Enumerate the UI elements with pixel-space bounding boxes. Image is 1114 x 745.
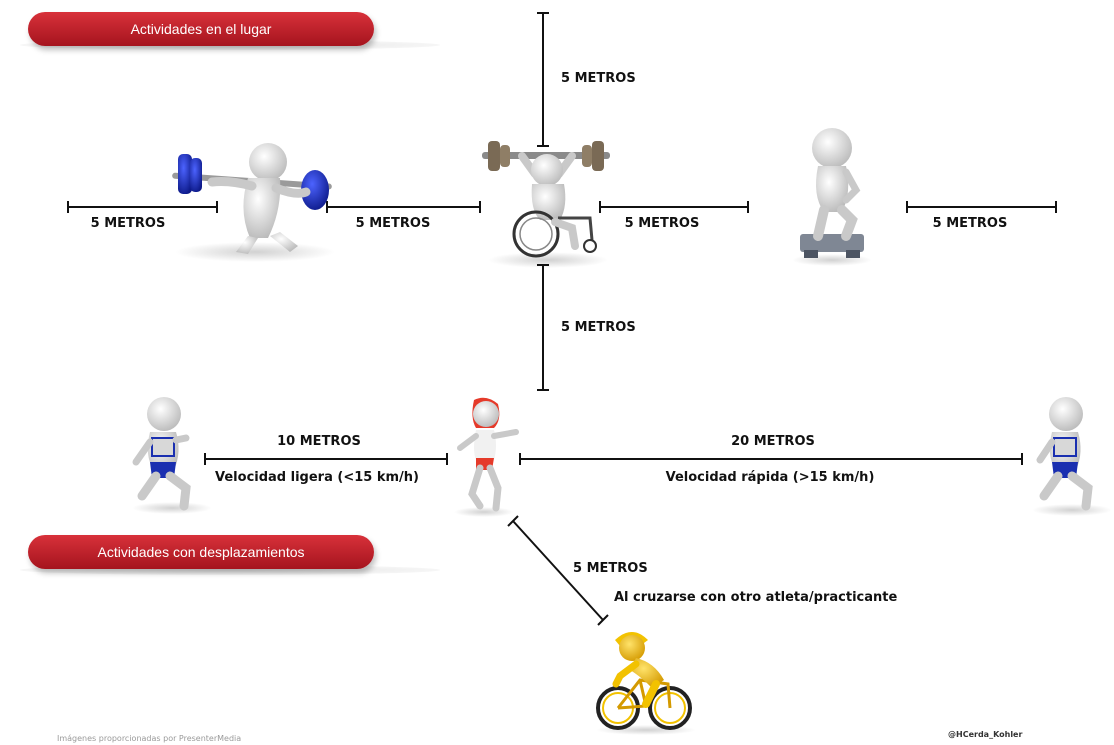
runner-left-figure [132, 397, 212, 514]
step-aerobics-figure [792, 128, 872, 266]
runner-right-figure [1032, 397, 1112, 516]
image-credit: Imágenes proporcionadas por PresenterMed… [57, 734, 242, 743]
banner-in-place-label: Actividades en el lugar [130, 21, 272, 37]
distance-label-mid-left: 5 METROS [355, 216, 431, 231]
distance-label-mid-right: 5 METROS [624, 216, 700, 231]
wheelchair-athlete-figure [482, 141, 610, 268]
weightlifter-figure [172, 143, 335, 262]
distance-label-run-right: 20 METROS [731, 434, 815, 449]
banner-with-displacement: Actividades con desplazamientos [28, 535, 374, 569]
runner-center-figure [454, 397, 519, 517]
distance-label-top-vertical: 5 METROS [561, 71, 636, 86]
slow-speed-note: Velocidad ligera (<15 km/h) [215, 470, 419, 485]
banner-shadow-bottom [20, 565, 440, 575]
distance-label-diagonal: 5 METROS [573, 561, 648, 576]
banner-with-displacement-label: Actividades con desplazamientos [97, 544, 305, 560]
distance-label-run-left: 10 METROS [277, 434, 361, 449]
cyclist-figure [596, 632, 696, 735]
distance-label-bottom-vertical: 5 METROS [561, 320, 636, 335]
banner-in-place: Actividades en el lugar [28, 12, 374, 46]
distance-label-far-left: 5 METROS [90, 216, 166, 231]
crossing-note: Al cruzarse con otro atleta/practicante [614, 590, 898, 605]
fast-speed-note: Velocidad rápida (>15 km/h) [665, 470, 875, 485]
distance-label-far-right: 5 METROS [932, 216, 1008, 231]
measurement-lines [67, 12, 1057, 626]
line-diagonal [512, 520, 604, 621]
author-handle: @HCerda_Kohler [948, 730, 1023, 739]
